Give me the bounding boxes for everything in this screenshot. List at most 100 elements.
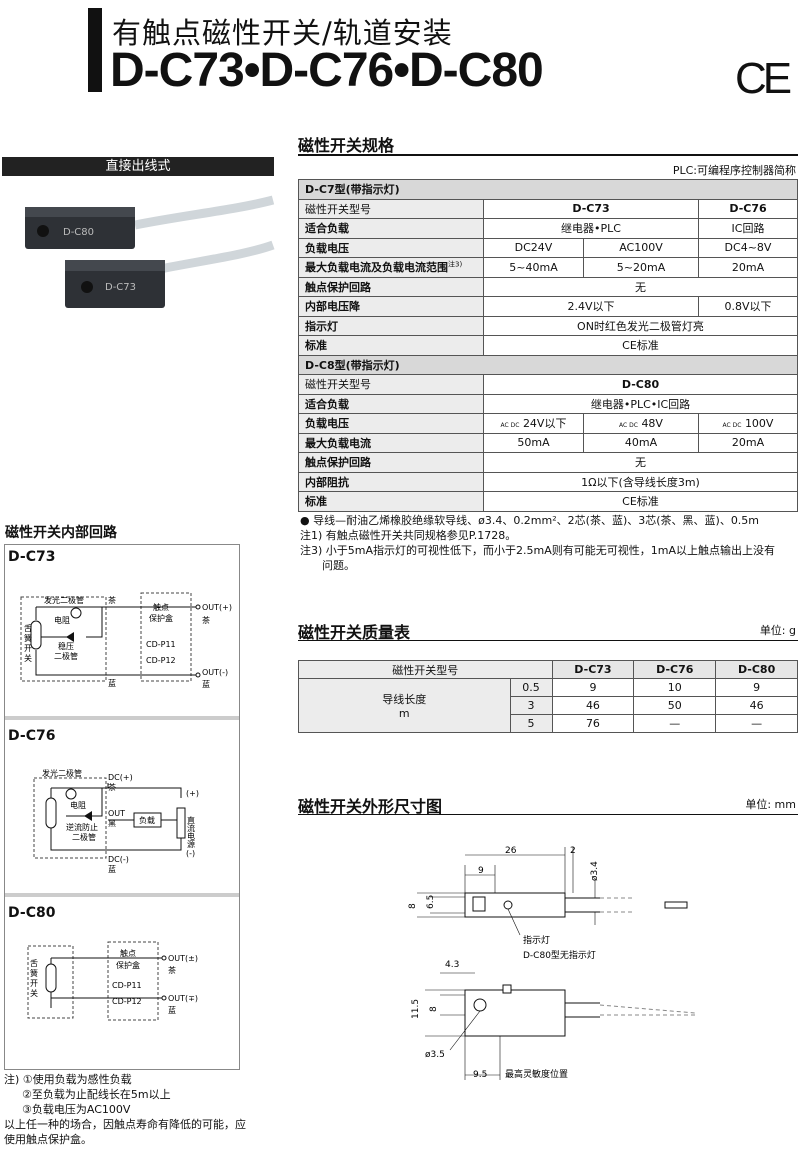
svg-text:OUT(-): OUT(-) — [202, 668, 228, 677]
page-title-model: D-C73•D-C76•D-C80 — [110, 44, 544, 97]
svg-text:舌: 舌 — [30, 958, 38, 968]
svg-text:开: 开 — [24, 644, 32, 653]
title-bar-accent — [88, 8, 102, 92]
svg-text:茶: 茶 — [108, 595, 116, 605]
svg-text:二极管: 二极管 — [72, 832, 96, 842]
svg-text:负载: 负载 — [139, 815, 155, 825]
svg-text:蓝: 蓝 — [108, 864, 116, 874]
circuit-c73-title: D-C73 — [8, 549, 56, 565]
svg-text:簧: 簧 — [24, 633, 32, 643]
page-title-cn: 有触点磁性开关/轨道安装 — [112, 16, 453, 50]
svg-text:(+): (+) — [186, 789, 199, 798]
svg-text:OUT: OUT — [108, 809, 125, 818]
dims-title: 磁性开关外形尺寸图 — [298, 797, 443, 816]
svg-text:茶: 茶 — [108, 782, 116, 792]
circuit-title: 磁性开关内部回路 — [5, 525, 117, 541]
circuit-divider-1 — [5, 716, 239, 720]
spec2-row-load: 适合负载继电器•PLC•IC回路 — [298, 393, 798, 414]
circuit-c76-title: D-C76 — [8, 728, 56, 744]
dim-8: 8 — [408, 903, 418, 909]
photo-label-front: D-C80 — [63, 227, 94, 238]
dim-indicator: 指示灯 — [523, 934, 550, 946]
svg-text:茶: 茶 — [168, 965, 176, 975]
circuit-c73-diagram: 发光二极管 电阻 稳压 二极管 舌 簧 开 关 茶 蓝 触点 保护盒 CD-P1… — [20, 592, 232, 689]
circuit-notes: 注) ①使用负载为感性负载 ②至负载为止配线长在5m以上 ③负载电压为AC100… — [4, 1073, 246, 1146]
dim-2: 2 — [570, 846, 576, 856]
circuit-c80-diagram: 舌 簧 开 关 触点 保护盒 CD-P11 CD-P12 OUT(±) 茶 OU… — [27, 941, 198, 1021]
svg-text:二极管: 二极管 — [54, 651, 78, 661]
svg-text:关: 关 — [24, 653, 32, 663]
svg-text:簧: 簧 — [30, 968, 38, 978]
dim-11-5: 11.5 — [411, 999, 421, 1019]
dim-4-3: 4.3 — [445, 960, 459, 970]
circuit-c80-title: D-C80 — [8, 905, 56, 921]
svg-text:保护盒: 保护盒 — [116, 960, 140, 970]
dims-title-rule — [298, 814, 798, 815]
svg-text:CD-P12: CD-P12 — [146, 656, 176, 665]
photo-label-back: D-C73 — [105, 282, 136, 293]
svg-text:触点: 触点 — [120, 948, 136, 958]
svg-text:蓝: 蓝 — [168, 1005, 176, 1015]
svg-text:电阻: 电阻 — [70, 800, 86, 810]
dim-3-5: ø3.5 — [425, 1050, 445, 1060]
svg-text:茶: 茶 — [202, 615, 210, 625]
svg-text:发光二极管: 发光二极管 — [42, 768, 82, 778]
weight-unit: 单位: g — [759, 624, 796, 637]
dim-sens-pos: 最高灵敏度位置 — [505, 1068, 568, 1080]
svg-text:DC(+): DC(+) — [108, 773, 133, 782]
dim-9-5: 9.5 — [473, 1070, 487, 1080]
svg-text:关: 关 — [30, 988, 38, 998]
svg-text:黑: 黑 — [108, 819, 116, 828]
dim-8b: 8 — [429, 1006, 439, 1012]
weight-title-rule — [298, 640, 798, 641]
spec-notes: ● 导线—耐油乙烯橡胶绝缘软导线、ø3.4、0.2mm²、2芯(茶、蓝)、3芯(… — [300, 514, 775, 572]
svg-text:舌: 舌 — [24, 623, 32, 633]
svg-text:稳压: 稳压 — [58, 641, 74, 651]
svg-text:逆流防止: 逆流防止 — [66, 822, 98, 832]
svg-text:DC(-): DC(-) — [108, 855, 129, 864]
spec-title: 磁性开关规格 — [298, 136, 395, 155]
circuit-frame — [4, 544, 240, 1070]
svg-text:OUT(+): OUT(+) — [202, 603, 232, 612]
svg-text:开: 开 — [30, 979, 38, 988]
product-photo: D-C80 D-C73 — [25, 195, 275, 308]
dim-9: 9 — [478, 866, 484, 876]
dim-c80-note: D-C80型无指示灯 — [523, 949, 596, 961]
svg-text:CD-P11: CD-P11 — [112, 981, 142, 990]
weight-title: 磁性开关质量表 — [298, 623, 411, 642]
svg-text:CD-P11: CD-P11 — [146, 640, 176, 649]
spec-group2-header: D-C8型(带指示灯) — [298, 354, 798, 375]
dimension-drawing: 26 2 9 ø3.4 8 6.5 指示灯 D-C80型无指示灯 4.3 11.… — [408, 846, 696, 1080]
product-type-badge: 直接出线式 — [2, 157, 274, 176]
dims-unit: 单位: mm — [745, 798, 796, 811]
dim-3-4: ø3.4 — [590, 861, 600, 881]
svg-text:CD-P12: CD-P12 — [112, 997, 142, 1006]
plc-note: PLC:可编程序控制器简称 — [672, 164, 796, 177]
ce-mark-logo: CE — [735, 54, 792, 103]
dim-26: 26 — [505, 846, 517, 856]
circuit-c76-diagram: 发光二极管 电阻 逆流防止 二极管 DC(+) DC(+) 茶 OUT 黑 DC… — [33, 768, 199, 874]
spec-group1-header: D-C7型(带指示灯) — [298, 179, 798, 200]
circuit-divider-2 — [5, 893, 239, 897]
svg-text:蓝: 蓝 — [108, 678, 116, 688]
svg-text:保护盒: 保护盒 — [149, 613, 173, 623]
svg-text:触点: 触点 — [153, 602, 169, 612]
spec2-row-protect: 触点保护回路无 — [298, 452, 798, 473]
